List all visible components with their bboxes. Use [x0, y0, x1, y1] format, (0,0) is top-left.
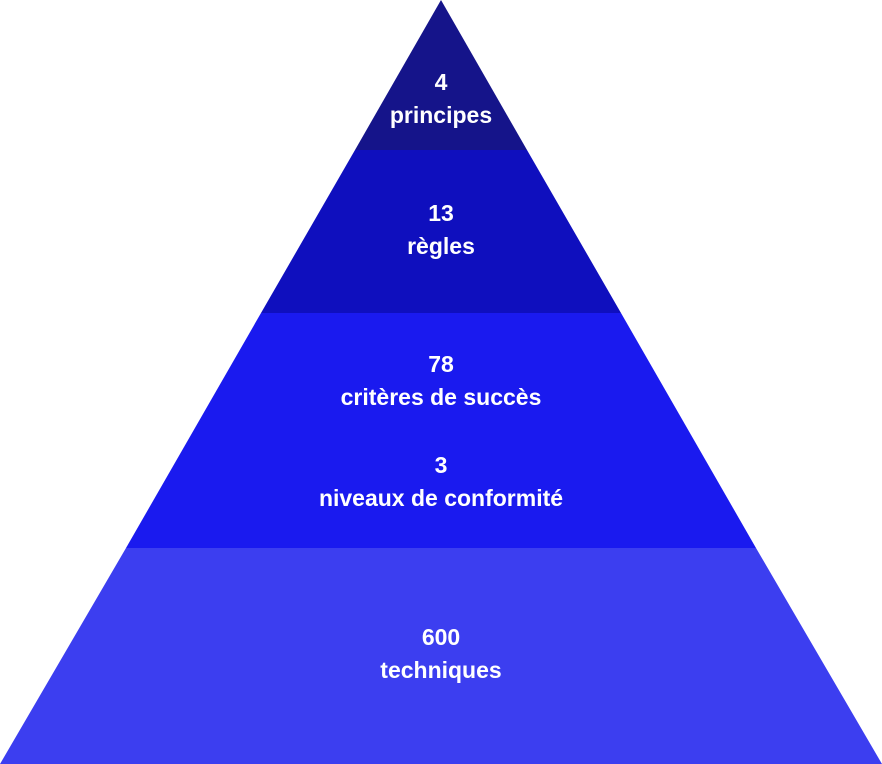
tier-regles-label: règles: [407, 233, 475, 259]
tier-principes-number: 4: [435, 69, 448, 95]
tier-techniques-label: techniques: [380, 657, 501, 683]
tier-techniques-number: 600: [422, 624, 460, 650]
tier-regles-number: 13: [428, 200, 454, 226]
tier-regles-shape: [261, 150, 621, 313]
tier-criteres-number: 78: [428, 351, 454, 377]
tier-principes-shape: [355, 0, 527, 150]
tier-criteres-label: critères de succès: [341, 384, 542, 410]
tier-niveaux-label: niveaux de conformité: [319, 485, 563, 511]
tier-niveaux-number: 3: [435, 452, 448, 478]
tier-criteres-shape: [126, 313, 756, 548]
tier-principes-label: principes: [390, 102, 492, 128]
tier-techniques-shape: [0, 548, 882, 764]
